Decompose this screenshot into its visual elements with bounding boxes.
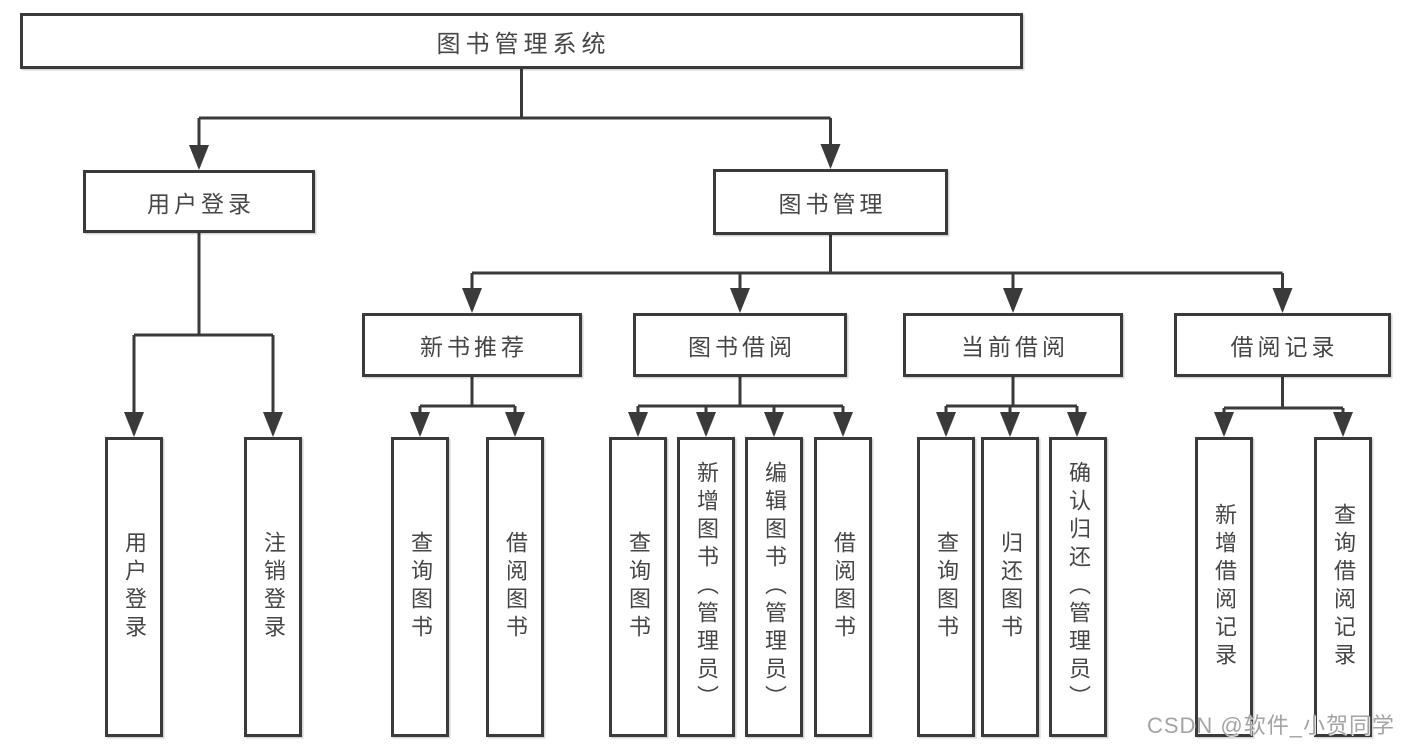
node-user-login: 用户登录 bbox=[83, 170, 315, 233]
node-borrow-records-label: 借阅记录 bbox=[1230, 334, 1339, 360]
leaf-borrow-query-books: 查询图书 bbox=[609, 437, 667, 737]
leaf-user-login: 用户登录 bbox=[105, 437, 163, 737]
leaf-current-confirm-return-admin: 确认归还（管理员） bbox=[1049, 437, 1107, 737]
node-new-book-recommend-label: 新书推荐 bbox=[420, 334, 528, 360]
node-root-label: 图书管理系统 bbox=[436, 30, 611, 58]
leaf-borrow-query-books-label: 查询图书 bbox=[626, 531, 651, 643]
leaf-current-return-books: 归还图书 bbox=[981, 437, 1039, 737]
leaf-record-add-borrow-record: 新增借阅记录 bbox=[1195, 437, 1253, 737]
node-new-book-recommend: 新书推荐 bbox=[362, 313, 582, 377]
leaf-user-login-label: 用户登录 bbox=[122, 531, 147, 643]
node-book-management: 图书管理 bbox=[713, 169, 948, 235]
leaf-borrow-borrow-books-label: 借阅图书 bbox=[831, 531, 856, 643]
node-current-borrow: 当前借阅 bbox=[903, 313, 1123, 377]
watermark: CSDN @软件_小贺同学 bbox=[1146, 713, 1395, 738]
leaf-logout: 注销登录 bbox=[244, 437, 302, 737]
leaf-borrow-edit-books-admin: 编辑图书（管理员） bbox=[745, 437, 803, 737]
leaf-current-query-books: 查询图书 bbox=[917, 437, 975, 737]
leaf-borrow-add-books-admin-label: 新增图书（管理员） bbox=[694, 461, 719, 713]
node-book-management-label: 图书管理 bbox=[778, 191, 887, 217]
leaf-current-return-books-label: 归还图书 bbox=[998, 531, 1023, 643]
node-book-borrow: 图书借阅 bbox=[633, 313, 847, 377]
node-current-borrow-label: 当前借阅 bbox=[961, 334, 1069, 360]
leaf-current-confirm-return-admin-label: 确认归还（管理员） bbox=[1066, 461, 1091, 713]
leaf-borrow-add-books-admin: 新增图书（管理员） bbox=[677, 437, 735, 737]
node-borrow-records: 借阅记录 bbox=[1174, 313, 1391, 377]
leaf-borrow-borrow-books: 借阅图书 bbox=[814, 437, 872, 737]
leaf-current-query-books-label: 查询图书 bbox=[934, 531, 959, 643]
leaf-recommend-query-books: 查询图书 bbox=[391, 437, 449, 737]
node-root: 图书管理系统 bbox=[20, 13, 1023, 69]
leaf-record-query-borrow-record: 查询借阅记录 bbox=[1314, 437, 1372, 737]
leaf-record-add-borrow-record-label: 新增借阅记录 bbox=[1212, 503, 1237, 671]
leaf-borrow-edit-books-admin-label: 编辑图书（管理员） bbox=[762, 461, 787, 713]
node-user-login-label: 用户登录 bbox=[147, 190, 255, 217]
leaf-logout-label: 注销登录 bbox=[261, 531, 286, 643]
leaf-recommend-borrow-books-label: 借阅图书 bbox=[503, 531, 528, 643]
leaf-recommend-borrow-books: 借阅图书 bbox=[486, 437, 544, 737]
leaf-recommend-query-books-label: 查询图书 bbox=[408, 531, 433, 643]
node-book-borrow-label: 图书借阅 bbox=[688, 334, 796, 360]
tree-connector-path bbox=[132, 69, 1345, 434]
leaf-record-query-borrow-record-label: 查询借阅记录 bbox=[1331, 503, 1356, 671]
